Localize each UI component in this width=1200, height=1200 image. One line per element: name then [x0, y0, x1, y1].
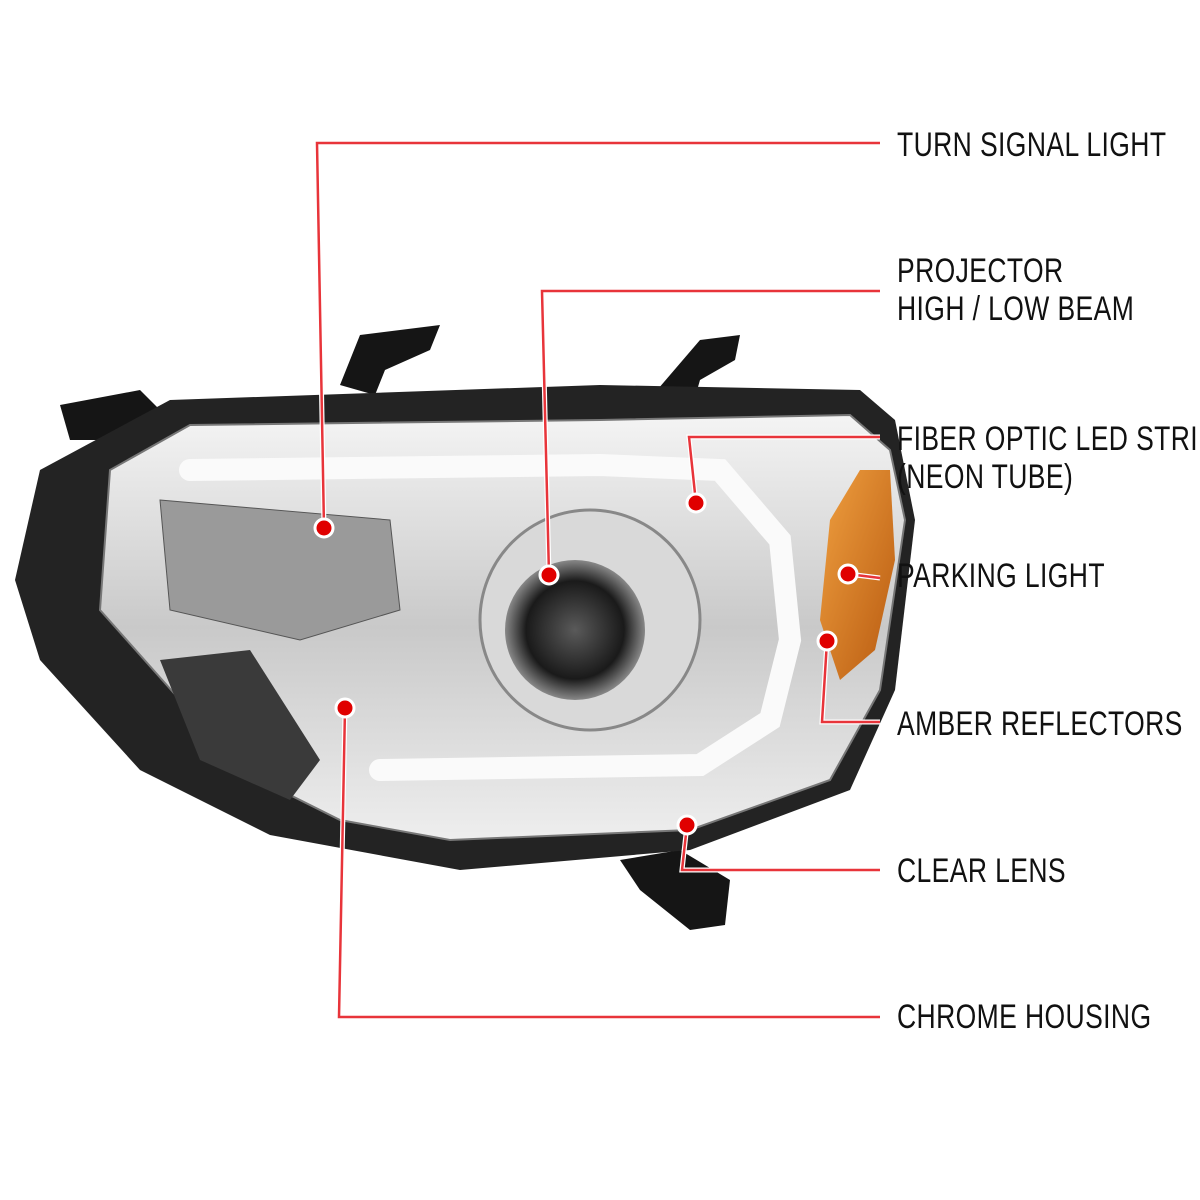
- label-turn-signal: TURN SIGNAL LIGHT: [897, 126, 1167, 164]
- callout-dot-fiber: [685, 492, 707, 514]
- callout-line-chrome: [337, 707, 880, 1019]
- label-amber: AMBER REFLECTORS: [897, 705, 1183, 743]
- callout-line-turn-signal: [315, 141, 880, 529]
- callout-dot-projector: [538, 564, 560, 586]
- callout-line-projector: [540, 289, 880, 576]
- label-fiber-optic: FIBER OPTIC LED STRIP (NEON TUBE): [897, 420, 1200, 496]
- led-strip: [179, 453, 802, 781]
- label-parking: PARKING LIGHT: [897, 557, 1105, 595]
- callout-dot-clear-lens: [676, 814, 698, 836]
- callout-dot-turn-signal: [313, 517, 335, 539]
- callout-line-clear-lens: [680, 824, 880, 872]
- label-chrome: CHROME HOUSING: [897, 998, 1152, 1036]
- label-projector: PROJECTOR HIGH / LOW BEAM: [897, 252, 1134, 328]
- projector-lens: [505, 560, 645, 700]
- label-fiber-line1: FIBER OPTIC LED STRIP: [897, 420, 1200, 458]
- turn-signal-reflector: [159, 499, 401, 641]
- label-projector-line1: PROJECTOR: [897, 252, 1064, 290]
- callout-line-fiber: [687, 435, 880, 504]
- label-clear-lens: CLEAR LENS: [897, 852, 1066, 890]
- callout-line-amber: [820, 640, 880, 724]
- callout-dot-parking: [837, 563, 859, 585]
- label-fiber-line2: (NEON TUBE): [897, 458, 1074, 496]
- callout-dot-chrome: [334, 697, 356, 719]
- callout-dot-amber: [816, 630, 838, 652]
- lower-grille: [160, 650, 320, 800]
- label-projector-line2: HIGH / LOW BEAM: [897, 290, 1135, 328]
